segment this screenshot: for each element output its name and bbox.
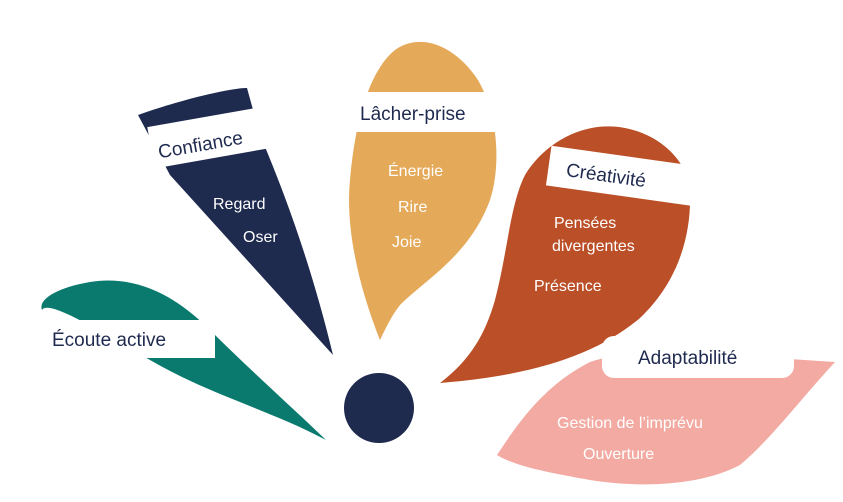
petal-adaptabilite-label-bg bbox=[602, 336, 794, 378]
petal-adaptabilite-item: Gestion de l’imprévu bbox=[557, 415, 703, 432]
petal-adaptabilite: Adaptabilité Gestion de l’imprévu Ouvert… bbox=[497, 336, 835, 485]
petal-lacher-prise-item: Énergie bbox=[388, 161, 443, 180]
petal-creativite-item: divergentes bbox=[552, 238, 635, 255]
petal-lacher-prise-title: Lâcher-prise bbox=[360, 104, 466, 125]
petal-adaptabilite-title: Adaptabilité bbox=[638, 348, 737, 369]
petal-adaptabilite-item: Ouverture bbox=[583, 446, 654, 463]
petal-lacher-prise-item: Joie bbox=[392, 234, 421, 251]
petal-confiance-item: Oser bbox=[243, 229, 278, 246]
petal-confiance: Confiance Regard Oser bbox=[138, 88, 333, 355]
petal-confiance-item: Regard bbox=[213, 196, 265, 213]
petal-creativite-item: Pensées bbox=[554, 215, 616, 232]
petal-ecoute-active-title: Écoute active bbox=[52, 330, 166, 351]
petal-ecoute-active: Écoute active Présence Attention bbox=[40, 280, 326, 440]
petal-lacher-prise-shape bbox=[349, 41, 497, 340]
petal-ecoute-active-label-bg bbox=[40, 320, 215, 358]
petal-adaptabilite-shape bbox=[497, 352, 835, 485]
petal-creativite-label-bg bbox=[545, 145, 701, 207]
petal-lacher-prise: Lâcher-prise Énergie Rire Joie bbox=[349, 41, 500, 340]
petal-confiance-label-bg bbox=[147, 105, 278, 169]
petal-lacher-prise-item: Rire bbox=[398, 199, 427, 216]
petal-ecoute-active-item: Présence bbox=[92, 373, 160, 390]
petal-creativite: Créativité Pensées divergentes Présence bbox=[440, 126, 701, 383]
petal-ecoute-active-item: Attention bbox=[132, 401, 195, 418]
petal-creativite-item: Présence bbox=[534, 278, 602, 295]
center-circle bbox=[344, 373, 414, 443]
petal-lacher-prise-label-bg bbox=[352, 92, 500, 132]
